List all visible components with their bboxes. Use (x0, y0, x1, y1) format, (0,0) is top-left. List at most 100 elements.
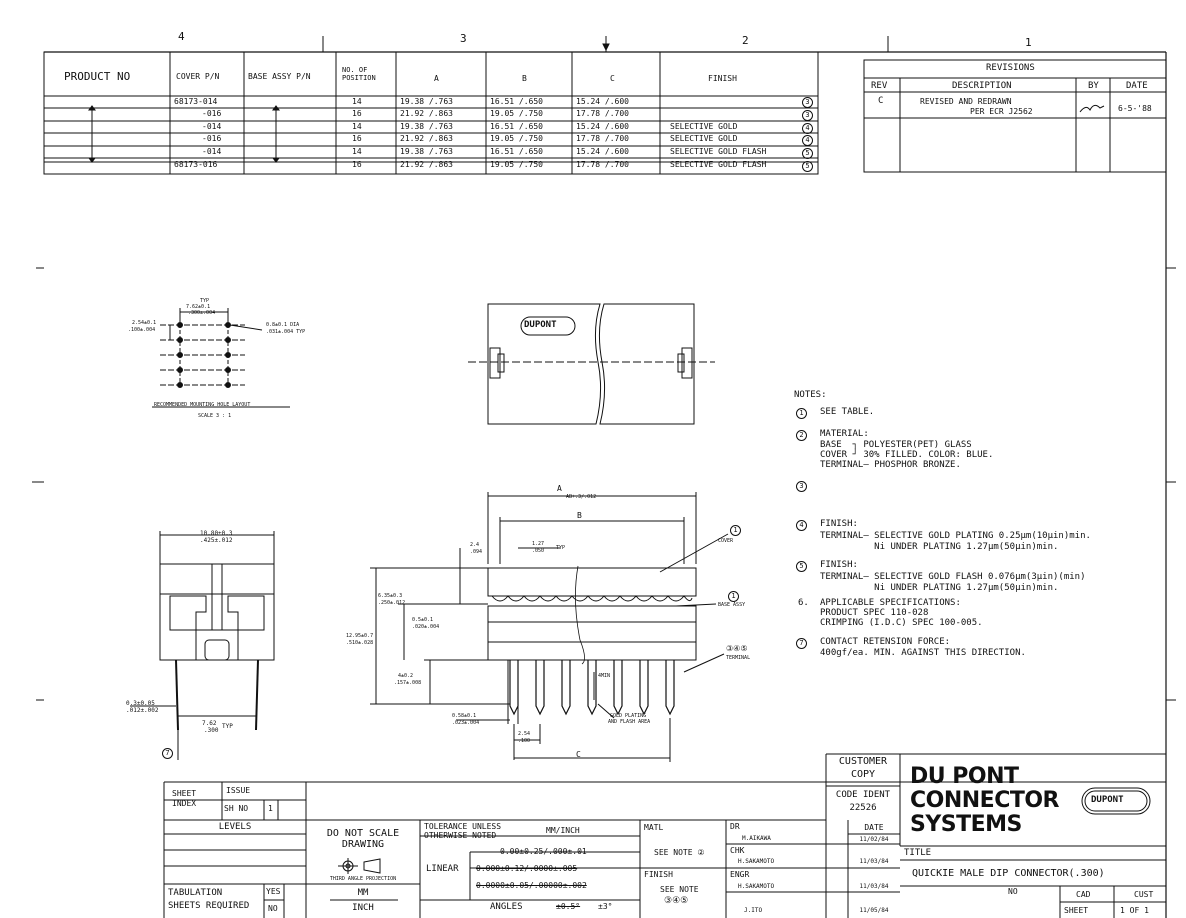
table-cell-c: 17.78 /.700 (576, 134, 629, 143)
revision-description-line2: PER ECR J2562 (970, 107, 1033, 116)
callout-cover: COVER (718, 538, 734, 544)
table-cell-positions: 14 (352, 122, 362, 131)
note-5-line2: TERMINAL— SELECTIVE GOLD FLASH 0.076μm(3… (820, 572, 1086, 582)
appr-name: J.ITO (744, 907, 763, 914)
callout-gold-plating: GOLD PLATING (610, 713, 647, 719)
date-header: DATE (1126, 81, 1148, 91)
dim-label: .100±.004 (128, 327, 156, 333)
callout-terminal: TERMINAL (726, 655, 751, 661)
linear-label: LINEAR (426, 864, 459, 874)
dim-label: .031±.004 TYP (266, 329, 306, 335)
note-5-line3: Ni UNDER PLATING 1.27μm(50μin)min. (820, 583, 1059, 593)
dim-label: 2.54±0.1 (132, 320, 157, 326)
do-not-scale: DRAWING (341, 839, 385, 850)
sheet-index-label: INDEX (172, 799, 197, 808)
finish-label: FINISH (644, 870, 673, 879)
dim-b-label: B (577, 511, 582, 520)
note-5-line1: FINISH: (820, 560, 858, 570)
table-cell-c: 15.24 /.600 (576, 147, 629, 156)
table-cell-cover: 68173-016 (174, 160, 218, 169)
customer-copy: CUSTOMER (838, 756, 888, 767)
table-cell-cover: 68173-014 (174, 97, 218, 106)
callout-flash-area: AND FLASH AREA (608, 719, 651, 725)
note-7-line1: CONTACT RETENSION FORCE: (820, 637, 951, 647)
issue-label: ISSUE (226, 786, 251, 795)
dim-label: .300±.004 (188, 310, 216, 316)
table-cell-finish: SELECTIVE GOLD (670, 122, 738, 131)
dim-label: .250±.012 (378, 600, 406, 606)
dim-label: 0.8±0.1 DIA (266, 322, 300, 328)
by-header: BY (1088, 81, 1099, 91)
table-cell-cover: -016 (202, 134, 222, 143)
header-dim-b: B (522, 74, 527, 83)
tolerance-units: MM/INCH (546, 826, 580, 835)
company-name: SYSTEMS (910, 812, 1022, 837)
table-cell-b: 16.51 /.650 (490, 147, 543, 156)
date-value: 11/02/84 (859, 836, 889, 843)
sh-no-label: SH NO (224, 804, 249, 813)
dim-label: .157±.008 (394, 680, 422, 686)
note-marker: 4 (802, 123, 813, 134)
note-marker: 1 (796, 408, 807, 419)
units-inch: INCH (352, 903, 374, 913)
note-marker: 1 (728, 591, 739, 602)
note-marker: 7 (162, 748, 173, 759)
note-marker: 3 (796, 481, 807, 492)
engr-name: H.SAKAMOTO (738, 883, 775, 890)
header-dim-a: A (434, 74, 439, 83)
dim-label: TYP (222, 723, 233, 730)
note-6-line3: CRIMPING (I.D.C) SPEC 100-005. (820, 618, 983, 628)
tabulation-no: NO (268, 904, 278, 913)
dim-label: .012±.002 (126, 707, 159, 714)
note-2-line1: MATERIAL: (820, 429, 869, 439)
callout-terminal-marks: ③④⑤ (726, 644, 748, 653)
table-cell-cover: -014 (202, 122, 222, 131)
note-marker: 2 (796, 430, 807, 441)
sheet-index-label: SHEET (172, 789, 197, 798)
table-cell-positions: 14 (352, 147, 362, 156)
table-cell-positions: 16 (352, 160, 362, 169)
note-6-line1: APPLICABLE SPECIFICATIONS: (820, 598, 961, 608)
note-4-line2: TERMINAL— SELECTIVE GOLD PLATING 0.25μm(… (820, 531, 1091, 541)
dim-label: 0.3±0.05 (126, 700, 155, 707)
levels-label: LEVELS (218, 822, 252, 832)
callout-base-assy: BASE ASSY (718, 602, 746, 608)
table-cell-a: 21.92 /.863 (400, 134, 453, 143)
table-cell-positions: 14 (352, 97, 362, 106)
code-ident-value: 22526 (849, 803, 877, 813)
notes-heading: NOTES: (794, 390, 827, 400)
dim-label: .425±.012 (200, 537, 233, 544)
dr-name: M.AIKAWA (742, 835, 771, 842)
finish-value: SEE NOTE (660, 885, 699, 894)
table-cell-a: 19.38 /.763 (400, 97, 453, 106)
table-cell-b: 16.51 /.650 (490, 97, 543, 106)
dim-label: .510±.028 (346, 640, 374, 646)
hole-layout-label: RECOMMENDED MOUNTING HOLE LAYOUT (154, 402, 251, 408)
customer-copy: COPY (850, 769, 876, 780)
table-cell-a: 21.92 /.863 (400, 160, 453, 169)
table-cell-positions: 16 (352, 109, 362, 118)
table-cell-finish: SELECTIVE GOLD (670, 134, 738, 143)
revision-description-line1: REVISED AND REDRAWN (920, 97, 1012, 106)
table-cell-c: 15.24 /.600 (576, 122, 629, 131)
table-cell-b: 19.05 /.750 (490, 160, 543, 169)
chk-name: H.SAKAMOTO (738, 858, 775, 865)
dupont-logo: DUPONT (1091, 795, 1124, 805)
dim-label: 12.95±0.7 (346, 633, 374, 639)
table-cell-b: 19.05 /.750 (490, 134, 543, 143)
zone-4: 4 (178, 30, 185, 43)
note-marker: 5 (802, 148, 813, 159)
date-value: 11/03/84 (859, 858, 889, 865)
dim-label: TYP (556, 545, 566, 551)
sheet-value: 1 OF 1 (1120, 906, 1149, 915)
sh-no-value: 1 (268, 804, 273, 813)
note-2-line3: COVER ┘ 30% FILLED. COLOR: BLUE. (820, 450, 994, 460)
revision-date: 6-5-'88 (1118, 104, 1152, 113)
date-value: 11/05/84 (859, 907, 889, 914)
company-name: CONNECTOR (910, 788, 1060, 813)
cad-label: CAD (1076, 890, 1091, 899)
table-cell-b: 19.05 /.750 (490, 109, 543, 118)
date-label: DATE (864, 823, 884, 832)
angles-label: ANGLES (490, 902, 523, 912)
